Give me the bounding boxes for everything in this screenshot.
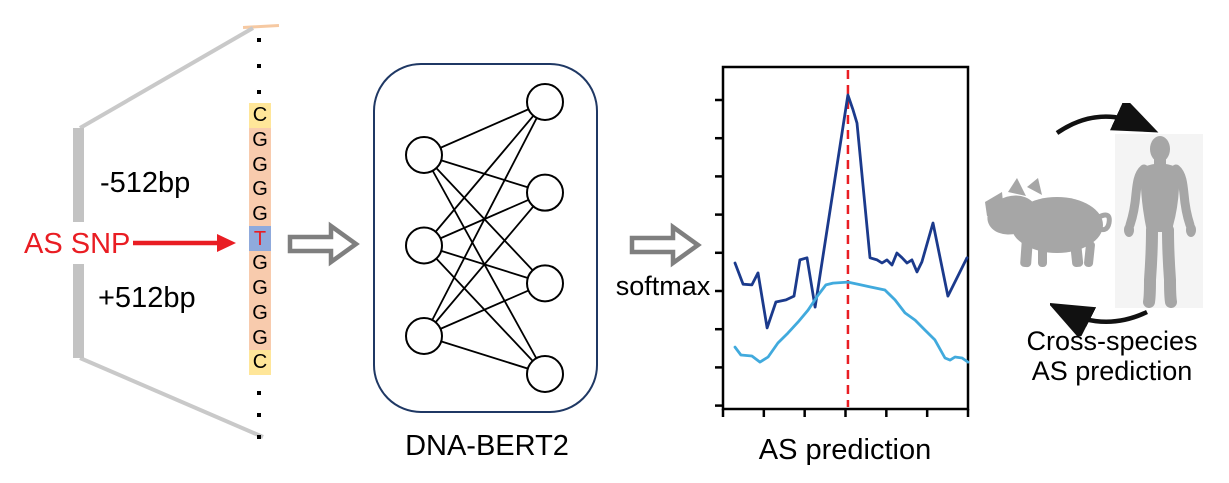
nn-edge — [423, 101, 546, 156]
as-snp-label: AS SNP — [24, 228, 131, 260]
cross-species-caption: Cross-species AS prediction — [1012, 326, 1212, 386]
cross-species-caption-line1: Cross-species — [1026, 326, 1198, 356]
base-cell: G — [249, 251, 271, 276]
chart-frame — [721, 65, 970, 411]
as-prediction-chart — [715, 65, 970, 417]
softmax-label: softmax — [615, 271, 711, 301]
nn-node — [405, 226, 443, 265]
nn-edge — [423, 335, 546, 375]
nn-node — [526, 83, 564, 121]
nn-node — [526, 264, 564, 303]
upstream-flank-label: -512bp — [100, 167, 191, 199]
nn-node — [405, 317, 443, 355]
human-icon — [1124, 136, 1196, 308]
base-cell: G — [249, 300, 271, 326]
pig-to-human-arrow-icon — [1055, 103, 1159, 135]
base-cell: G — [249, 177, 271, 202]
softmax-arrow-icon — [629, 222, 702, 268]
nn-edge — [423, 101, 546, 247]
nn-node — [526, 173, 564, 212]
sequence-ellipsis-bottom — [257, 391, 261, 439]
nn-edge — [423, 101, 546, 337]
downstream-flank-label: +512bp — [98, 282, 196, 314]
nn-edge — [423, 192, 546, 337]
chart-title: AS prediction — [758, 434, 932, 466]
nn-node — [405, 136, 443, 174]
base-cell: G — [249, 127, 271, 153]
series-light_blue — [733, 280, 970, 364]
snp-base-cell: T — [249, 226, 271, 252]
dna-bert2-box — [373, 63, 598, 413]
model-name-label: DNA-BERT2 — [405, 430, 569, 462]
pig-icon — [985, 178, 1112, 268]
cross-species-caption-line2: AS prediction — [1031, 356, 1193, 386]
sequence-window-bracket — [73, 26, 264, 439]
base-cell: G — [249, 325, 271, 350]
human-to-pig-arrow-icon — [1050, 302, 1148, 336]
sequence-ellipsis-top — [257, 38, 261, 94]
base-cell: G — [249, 152, 271, 178]
base-cell: G — [249, 275, 271, 301]
nn-edge — [423, 282, 546, 337]
base-cell: C — [249, 349, 271, 375]
neural-network-icon — [405, 83, 564, 393]
nn-node — [526, 355, 564, 393]
series-dark_blue — [733, 93, 969, 330]
base-cell: G — [249, 201, 271, 227]
flow-arrow-icon — [287, 221, 360, 267]
base-cell: C — [249, 103, 271, 128]
snp-arrow-icon — [133, 234, 236, 252]
